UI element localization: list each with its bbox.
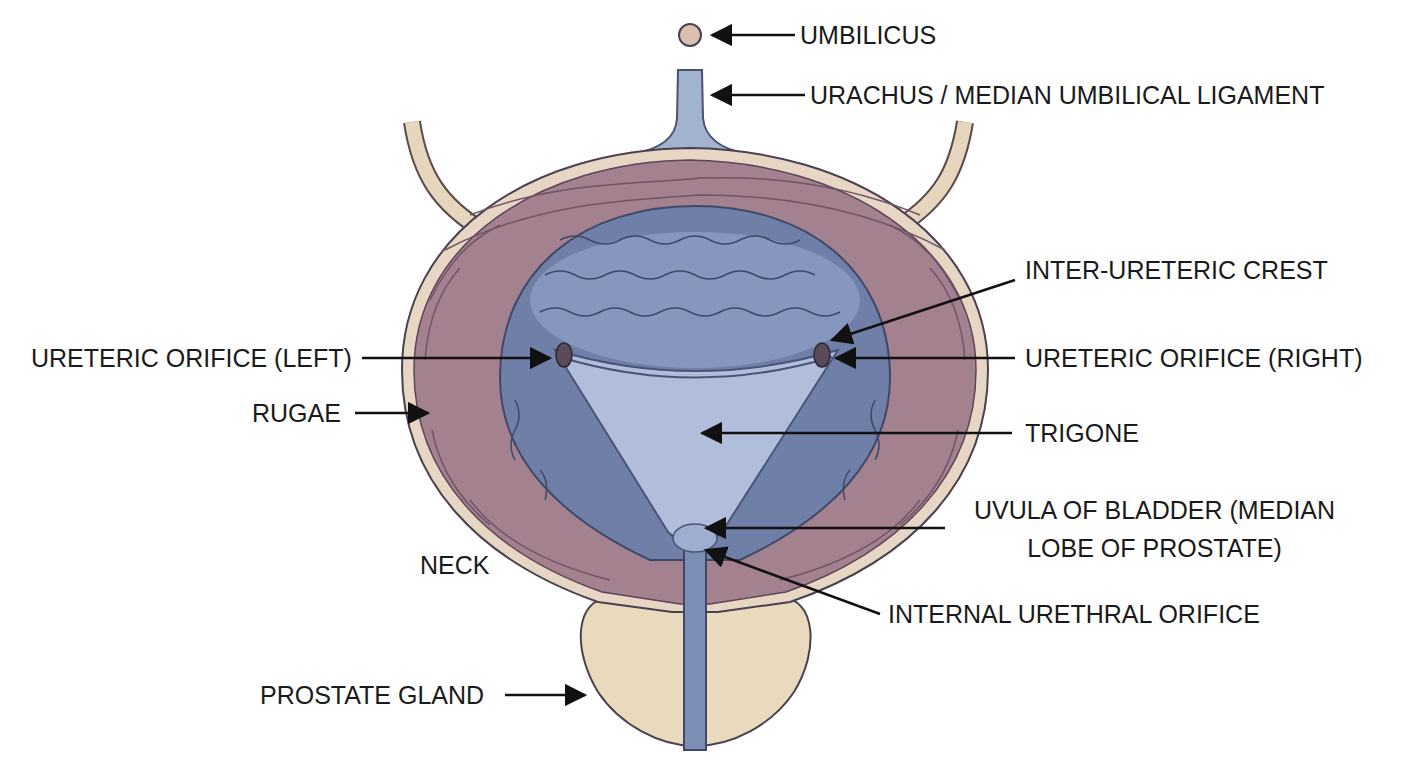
part-label: PROSTATE GLAND	[260, 676, 484, 714]
urethra	[684, 545, 706, 750]
urachus	[632, 70, 748, 154]
bladder-muscle-wall	[414, 160, 976, 604]
part-label: INTERNAL URETHRAL ORIFICE	[888, 595, 1260, 633]
part-label: UMBILICUS	[800, 16, 936, 54]
part-label: RUGAE	[252, 394, 341, 432]
part-label: TRIGONE	[1025, 414, 1139, 452]
leader-lines	[355, 35, 1015, 695]
muscle-fibres	[425, 178, 965, 580]
part-label: URETERIC ORIFICE (LEFT)	[31, 339, 352, 377]
trigone	[555, 350, 838, 546]
ureteric-orifice	[814, 343, 830, 367]
part-label: URETERIC ORIFICE (RIGHT)	[1025, 339, 1363, 377]
part-label: INTER-URETERIC CREST	[1025, 251, 1328, 289]
inter-ureteric-crest	[560, 357, 832, 378]
part-label: NECK	[420, 546, 489, 584]
bladder-outer-layer	[402, 148, 988, 612]
ureteric-orifice	[556, 343, 572, 367]
umbilicus	[679, 24, 701, 46]
bladder-cavity	[500, 206, 890, 560]
part-label: UVULA OF BLADDER (MEDIAN LOBE OF PROSTAT…	[962, 491, 1347, 567]
bladder-dome-mucosa	[530, 232, 860, 368]
part-label: URACHUS / MEDIAN UMBILICAL LIGAMENT	[810, 76, 1324, 114]
